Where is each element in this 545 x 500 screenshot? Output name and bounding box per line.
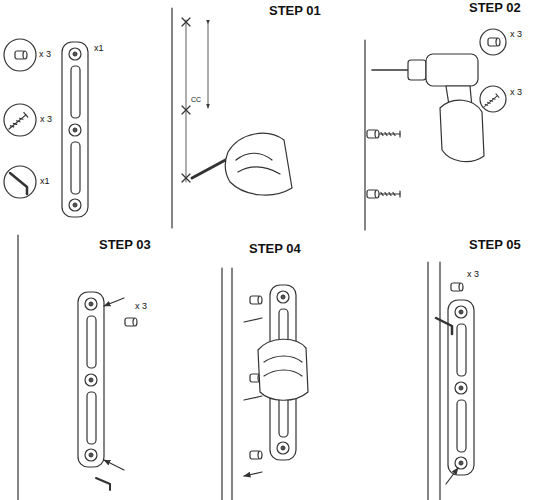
quantity-label: x1	[93, 44, 105, 54]
drill-body	[426, 54, 478, 86]
hand-finger	[264, 356, 302, 376]
step-heading: STEP 04	[248, 242, 302, 256]
anchor-icon	[367, 190, 379, 198]
insert-arrow	[104, 298, 124, 306]
knob-icon	[451, 283, 463, 291]
step-heading: STEP 03	[98, 238, 152, 252]
step-heading: STEP 01	[268, 4, 322, 18]
dimension-label: CC	[190, 96, 202, 104]
dimension-line	[208, 24, 209, 108]
quantity-label: x 3	[39, 115, 53, 125]
insert-arrow	[104, 460, 124, 470]
marking-line	[186, 20, 187, 182]
handle-figure	[78, 292, 104, 467]
step-heading: STEP 05	[468, 238, 522, 252]
handle-figure	[62, 42, 88, 217]
hand	[258, 339, 308, 400]
divider-line	[171, 8, 172, 228]
step-heading: STEP 02	[468, 1, 522, 15]
hand-finger	[236, 153, 280, 174]
tighten-arrow	[446, 468, 458, 484]
part-circle	[4, 39, 36, 71]
quantity-label: x 3	[134, 302, 148, 312]
knob-icon	[488, 38, 500, 46]
part-circle	[480, 29, 506, 55]
screw-icon	[7, 113, 28, 132]
allen-key-icon	[436, 318, 452, 334]
hand	[440, 100, 484, 162]
quantity-label: x1	[39, 177, 51, 187]
part-circle	[4, 166, 36, 198]
quantity-label: x 3	[38, 50, 52, 60]
screw-icon	[378, 131, 400, 137]
door-edge	[428, 262, 440, 500]
knob-icon	[250, 296, 262, 304]
drill-mark	[182, 18, 190, 182]
allen-key-icon	[96, 478, 110, 490]
knob-icon	[15, 51, 27, 59]
quantity-label: x 3	[466, 270, 480, 280]
divider-line	[17, 235, 18, 500]
push-arrow	[244, 318, 262, 476]
allen-key-icon	[10, 173, 27, 194]
knob-icon	[250, 451, 262, 459]
part-circle	[480, 86, 506, 112]
drill-bit	[372, 69, 408, 71]
part-circle	[4, 104, 36, 136]
knob-icon	[125, 318, 137, 326]
anchor-icon	[367, 130, 379, 138]
quantity-label: x 3	[509, 88, 523, 98]
hand	[225, 133, 292, 195]
wall-line	[364, 40, 365, 230]
door-edge	[222, 268, 232, 500]
screw-icon	[378, 191, 400, 197]
quantity-label: x 3	[509, 30, 523, 40]
drill-chuck	[408, 60, 426, 80]
screw-icon	[482, 94, 499, 109]
